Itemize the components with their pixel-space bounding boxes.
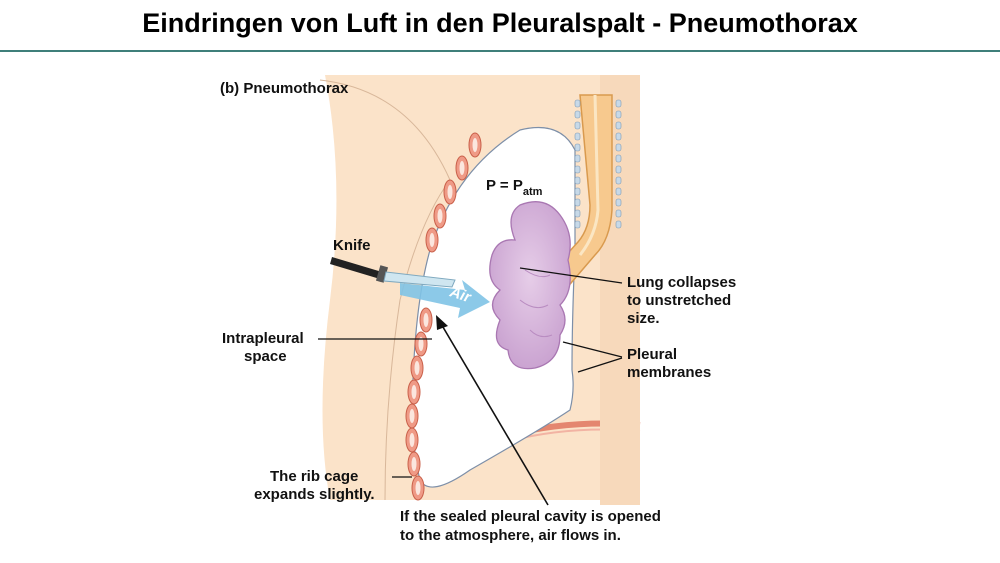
- cartilage-bead: [574, 121, 581, 130]
- cartilage-bead: [615, 220, 622, 229]
- cartilage-bead: [574, 187, 581, 196]
- cartilage-bead: [615, 143, 622, 152]
- cartilage-bead: [615, 187, 622, 196]
- cartilage-bead: [574, 143, 581, 152]
- cartilage-bead: [615, 99, 622, 108]
- rib-core: [447, 185, 453, 199]
- rib-core: [437, 209, 443, 223]
- rib-core: [411, 457, 417, 471]
- cartilage-bead: [615, 121, 622, 130]
- rib-core: [429, 233, 435, 247]
- rib-core: [418, 337, 424, 351]
- slide-title: Eindringen von Luft in den Pleuralspalt …: [142, 8, 858, 38]
- rib-core: [409, 433, 415, 447]
- panel-label: (b) Pneumothorax: [220, 80, 349, 97]
- lung-texture: [519, 269, 553, 338]
- cartilage-bead: [615, 198, 622, 207]
- title-divider: [0, 50, 1000, 52]
- rib-core: [423, 313, 429, 327]
- cartilage-bead: [574, 176, 581, 185]
- cartilage-bead: [574, 132, 581, 141]
- cartilage-bead: [615, 132, 622, 141]
- cartilage-bead: [574, 99, 581, 108]
- airway-cartilage: [574, 99, 622, 229]
- collapsed-lung: [489, 201, 571, 370]
- cartilage-bead: [574, 154, 581, 163]
- rib-core: [415, 481, 421, 495]
- cartilage-bead: [574, 198, 581, 207]
- rib-core: [409, 409, 415, 423]
- air-arrow: Air: [400, 280, 490, 318]
- rib-core: [459, 161, 465, 175]
- knife: [330, 257, 456, 288]
- cartilage-bead: [574, 220, 581, 229]
- cartilage-bead: [615, 209, 622, 218]
- cartilage-bead: [615, 165, 622, 174]
- air-label: Air: [447, 283, 474, 306]
- cartilage-bead: [615, 110, 622, 119]
- caption-arrow: [436, 315, 549, 506]
- rib-core: [472, 138, 478, 152]
- knife-label: Knife: [333, 237, 371, 254]
- pressure-label: P = Patm: [486, 177, 543, 198]
- rib-core: [414, 361, 420, 375]
- rib-core: [411, 385, 417, 399]
- cartilage-bead: [615, 154, 622, 163]
- cartilage-bead: [574, 209, 581, 218]
- cartilage-bead: [574, 165, 581, 174]
- cartilage-bead: [615, 176, 622, 185]
- cartilage-bead: [574, 110, 581, 119]
- rib-cage: [405, 132, 482, 501]
